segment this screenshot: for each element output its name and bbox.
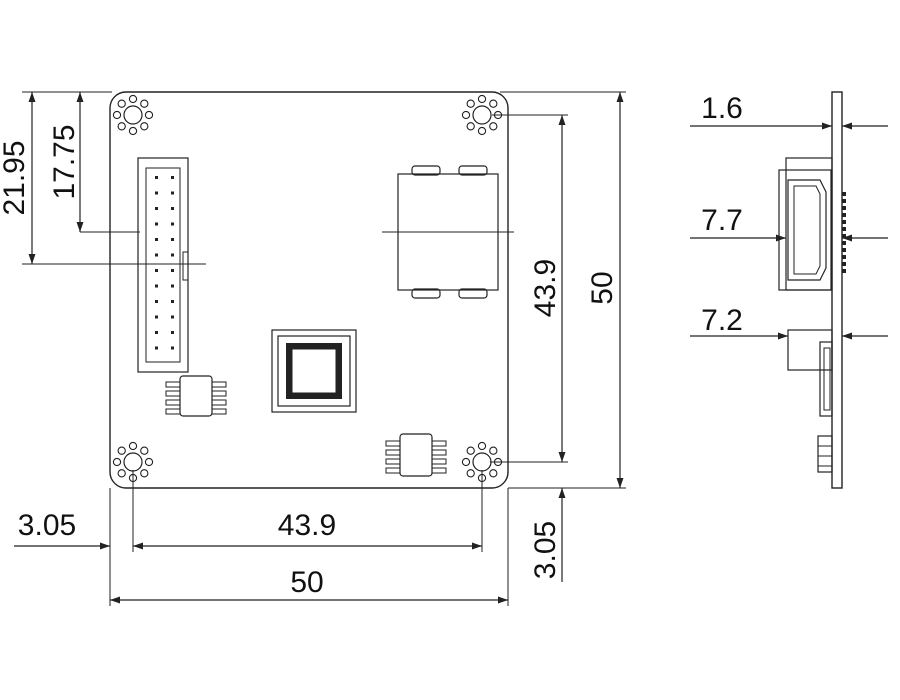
dim-label-3-05-bottom: 3.05	[529, 521, 562, 579]
dim-height-inner: 17.75	[48, 91, 140, 233]
qfp-processor-chip	[271, 329, 357, 413]
power-inductor	[382, 165, 514, 299]
dim-board-height: 50	[500, 91, 626, 489]
front-view: 21.95 17.75 43.9 50 43.9	[0, 91, 626, 606]
mounting-hole-top-left	[112, 94, 154, 136]
dim-hole-offset-bottom: 3.05	[490, 461, 568, 582]
dim-label-1-6: 1.6	[701, 92, 743, 125]
dim-height-outer: 21.95	[0, 91, 206, 265]
dim-hole-span-vertical: 43.9	[492, 114, 568, 463]
side-pcb-edge	[831, 91, 843, 489]
dim-label-43-9-vertical: 43.9	[529, 259, 562, 317]
side-view: 1.6 7.7 7.2	[690, 91, 888, 489]
dim-hdmi-depth: 7.7	[690, 204, 888, 242]
dim-label-50-horizontal: 50	[290, 566, 323, 599]
pcb-outline	[109, 91, 509, 489]
dim-hole-offset-left: 3.05	[14, 509, 110, 550]
side-lower-connector	[787, 329, 833, 473]
ic-chip-small-right	[385, 433, 447, 477]
dim-connector-depth: 7.2	[690, 304, 888, 340]
dim-label-43-9-horizontal: 43.9	[278, 509, 336, 542]
dim-label-21-95: 21.95	[0, 140, 31, 215]
dim-label-7-2: 7.2	[701, 304, 743, 337]
ic-chip-small-left	[165, 375, 227, 417]
pin-header-connector	[137, 157, 189, 373]
dim-label-3-05-left: 3.05	[18, 509, 76, 542]
dim-board-width: 50	[109, 488, 509, 606]
dim-label-7-7: 7.7	[701, 204, 743, 237]
side-hdmi-connector	[778, 157, 846, 291]
dim-board-thickness: 1.6	[690, 92, 888, 130]
dim-hole-span-horizontal: 43.9	[132, 470, 483, 552]
dim-label-50-vertical: 50	[586, 271, 619, 304]
mounting-hole-bottom-left	[112, 441, 154, 483]
dim-label-17-75: 17.75	[48, 124, 81, 199]
